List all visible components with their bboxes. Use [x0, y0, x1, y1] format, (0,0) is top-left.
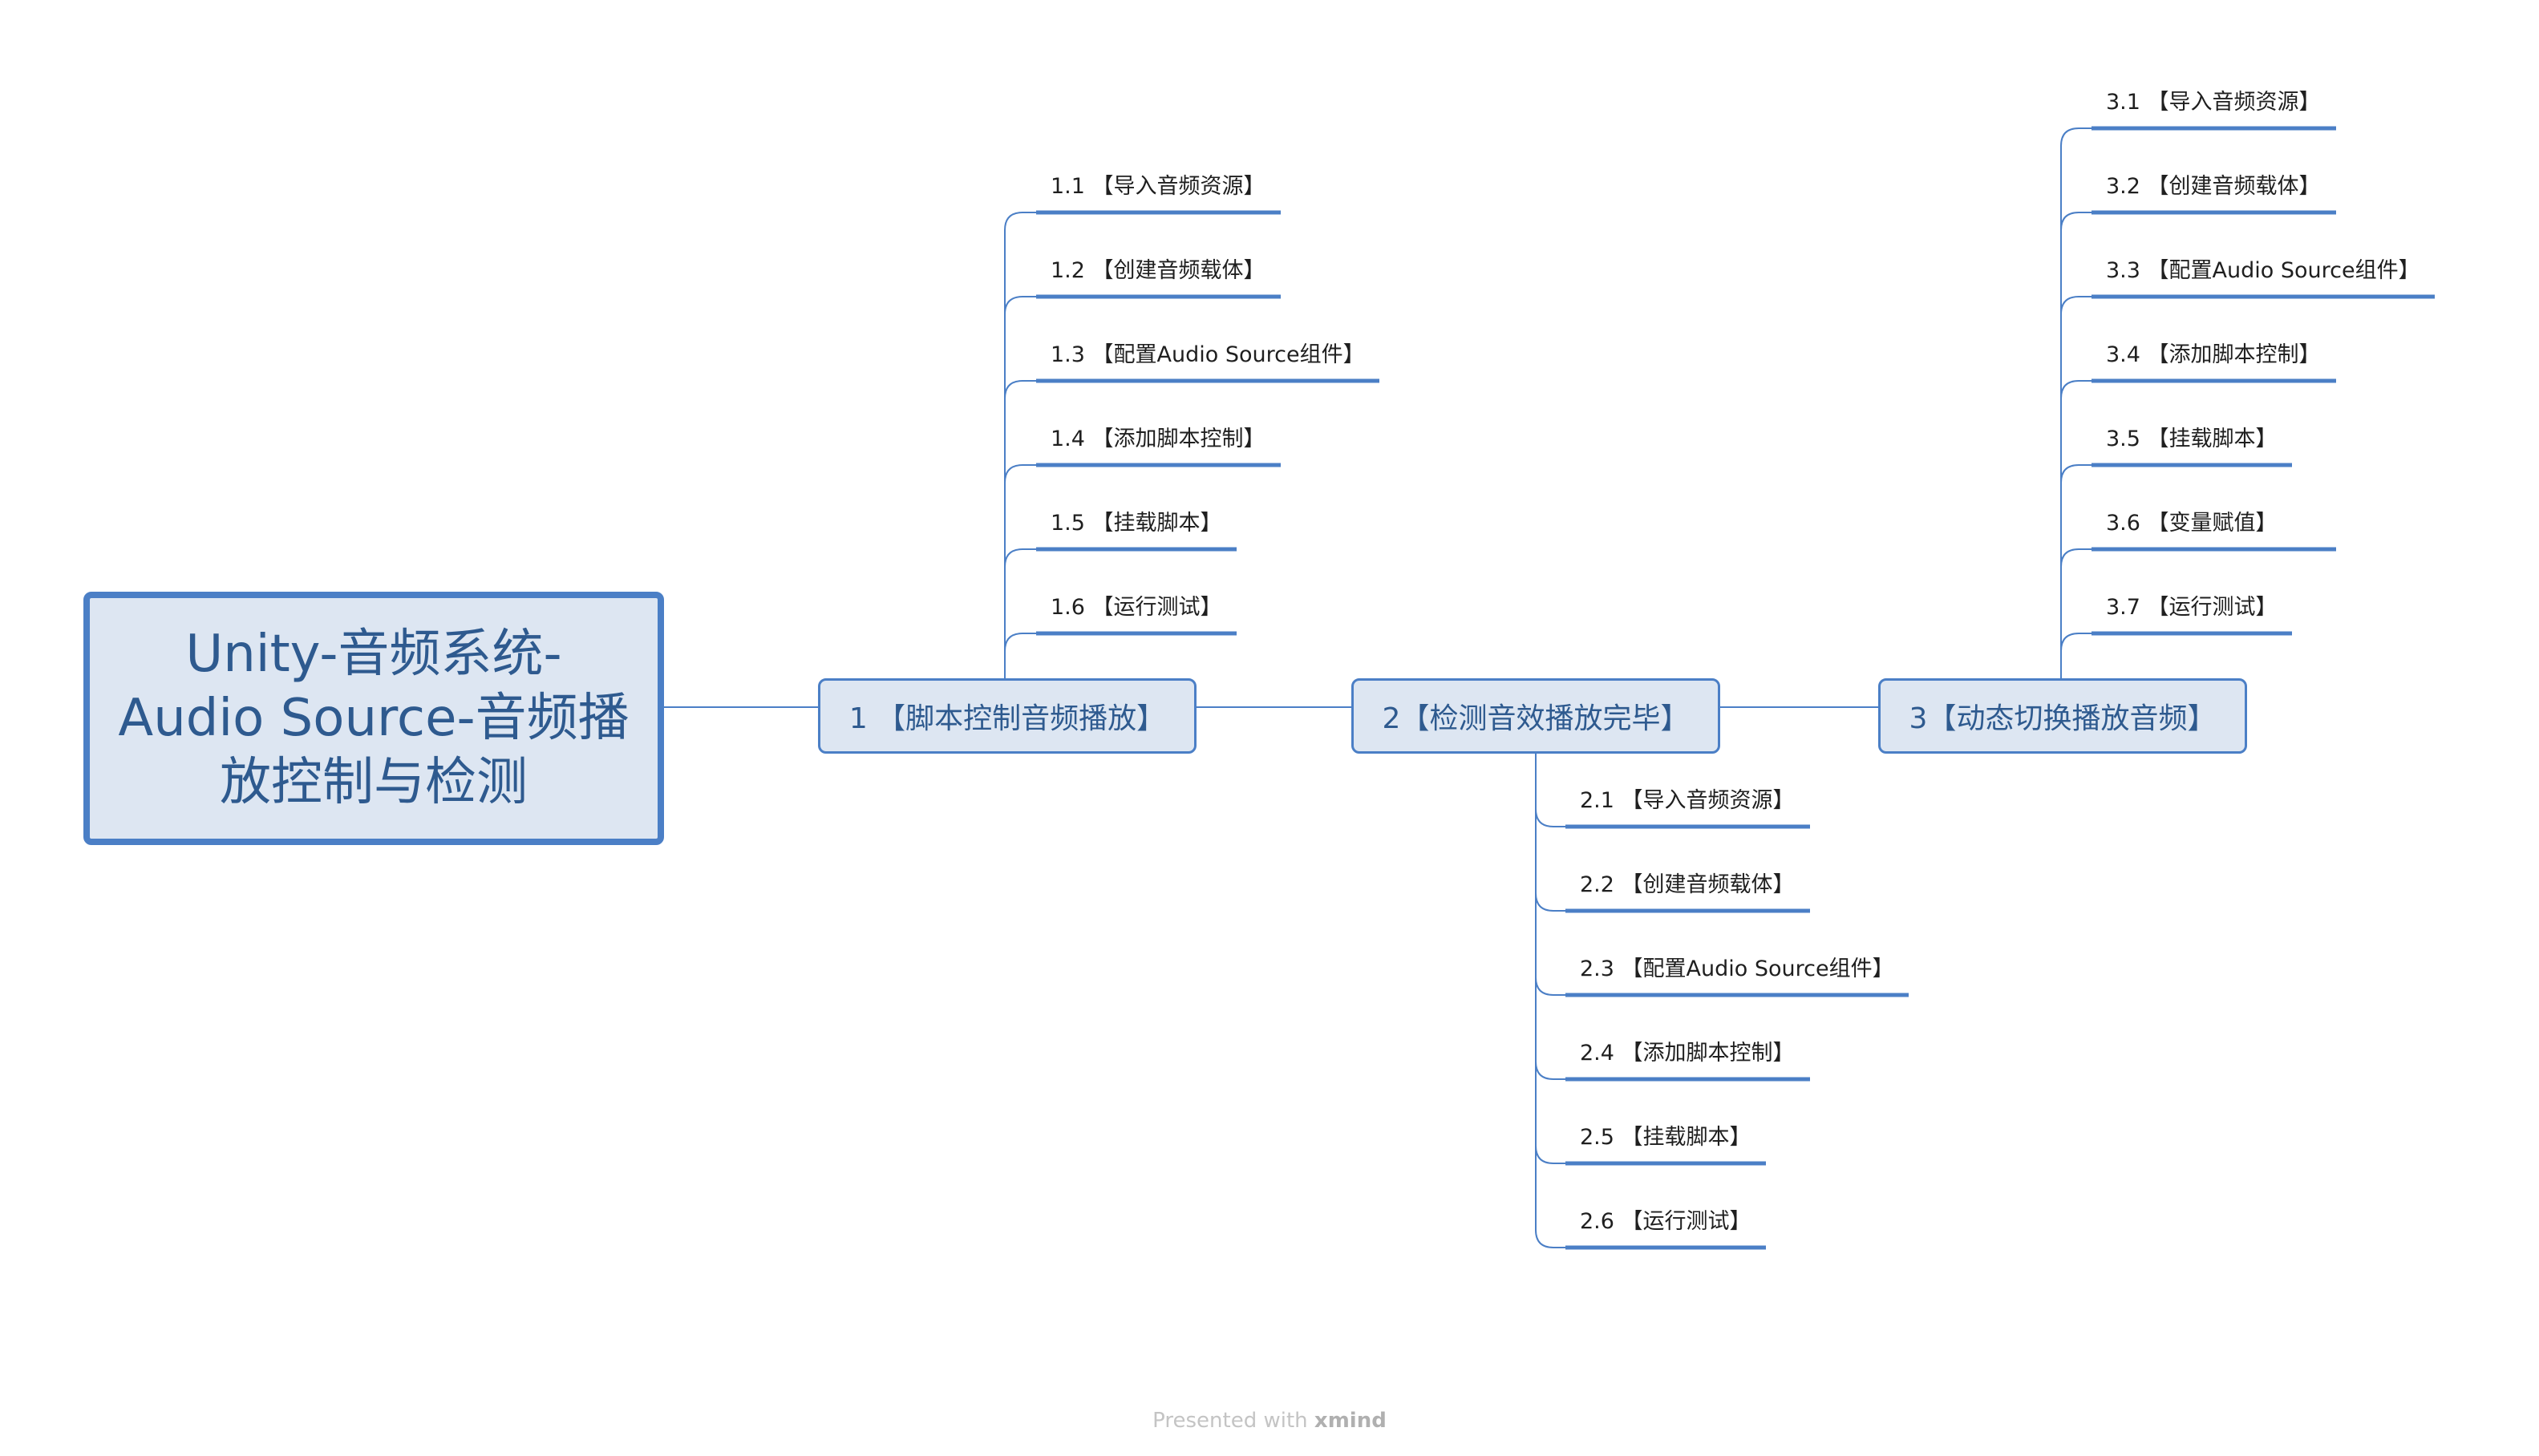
- subtopic-1-4[interactable]: 1.4 【添加脚本控制】: [1051, 427, 1265, 451]
- subtopic-2-6[interactable]: 2.6 【运行测试】: [1580, 1209, 1751, 1234]
- root-topic-label: Unity-音频系统- Audio Source-音频播 放控制与检测: [118, 625, 630, 812]
- subtopic-2-4[interactable]: 2.4 【添加脚本控制】: [1580, 1041, 1795, 1066]
- branch-3-elbow-6: [2060, 548, 2092, 568]
- subtopic-1-6[interactable]: 1.6 【运行测试】: [1051, 595, 1222, 620]
- branch-2-elbow-6: [1535, 1229, 1565, 1248]
- main-topic-2[interactable]: 2【检测音效播放完毕】: [1351, 678, 1720, 754]
- footer-credit: Presented with xmind: [0, 1409, 2539, 1433]
- subtopic-3-4[interactable]: 3.4 【添加脚本控制】: [2106, 342, 2321, 367]
- branch-3-elbow-5: [2060, 464, 2092, 483]
- branch-3-elbow-2: [2060, 212, 2092, 231]
- main-topic-1[interactable]: 1 【脚本控制音频播放】: [818, 678, 1197, 754]
- branch-1-elbow-3: [1004, 380, 1036, 399]
- branch-1-elbow-1: [1004, 212, 1036, 231]
- subtopic-3-2[interactable]: 3.2 【创建音频载体】: [2106, 174, 2321, 199]
- subtopic-2-5[interactable]: 2.5 【挂载脚本】: [1580, 1125, 1751, 1150]
- root-topic[interactable]: Unity-音频系统- Audio Source-音频播 放控制与检测: [83, 592, 664, 845]
- branch-2-elbow-2: [1535, 892, 1565, 912]
- branch-2-elbow-5: [1535, 1145, 1565, 1164]
- subtopic-1-3[interactable]: 1.3 【配置Audio Source组件】: [1051, 342, 1365, 367]
- branch-1-elbow-6: [1004, 633, 1036, 652]
- branch-3-elbow-1: [2060, 127, 2092, 147]
- subtopic-3-5[interactable]: 3.5 【挂载脚本】: [2106, 427, 2278, 451]
- footer-brand: xmind: [1314, 1409, 1387, 1433]
- branch-1-elbow-5: [1004, 548, 1036, 568]
- subtopic-3-1[interactable]: 3.1 【导入音频资源】: [2106, 90, 2321, 115]
- subtopic-2-1[interactable]: 2.1 【导入音频资源】: [1580, 788, 1795, 813]
- branch-1-elbow-4: [1004, 464, 1036, 483]
- branch-2-elbow-4: [1535, 1061, 1565, 1080]
- main-topic-2-label: 2【检测音效播放完毕】: [1382, 702, 1690, 735]
- subtopic-1-1[interactable]: 1.1 【导入音频资源】: [1051, 174, 1265, 199]
- branch-3-elbow-3: [2060, 296, 2092, 315]
- branch-3-elbow-4: [2060, 380, 2092, 399]
- main-topic-3[interactable]: 3【动态切换播放音频】: [1878, 678, 2247, 754]
- subtopic-2-3[interactable]: 2.3 【配置Audio Source组件】: [1580, 957, 1894, 981]
- footer-prefix: Presented with: [1152, 1409, 1314, 1433]
- subtopic-3-6[interactable]: 3.6 【变量赋值】: [2106, 511, 2278, 536]
- subtopic-2-2[interactable]: 2.2 【创建音频载体】: [1580, 872, 1795, 897]
- main-topic-3-label: 3【动态切换播放音频】: [1909, 702, 2217, 735]
- branch-1-elbow-2: [1004, 296, 1036, 315]
- subtopic-1-2[interactable]: 1.2 【创建音频载体】: [1051, 258, 1265, 283]
- branch-3-elbow-7: [2060, 633, 2092, 652]
- branch-2-elbow-3: [1535, 977, 1565, 996]
- main-topic-1-label: 1 【脚本控制音频播放】: [848, 702, 1166, 735]
- subtopic-3-3[interactable]: 3.3 【配置Audio Source组件】: [2106, 258, 2420, 283]
- subtopic-1-5[interactable]: 1.5 【挂载脚本】: [1051, 511, 1222, 536]
- subtopic-3-7[interactable]: 3.7 【运行测试】: [2106, 595, 2278, 620]
- branch-2-elbow-1: [1535, 808, 1565, 827]
